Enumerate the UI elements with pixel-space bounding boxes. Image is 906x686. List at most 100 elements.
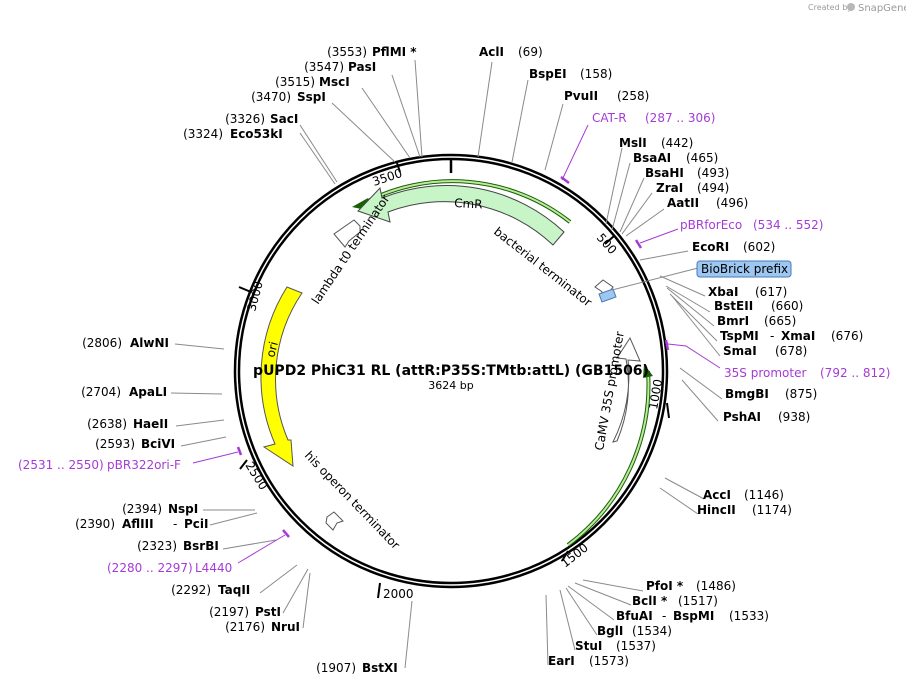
camv-coverage-arrowhead	[643, 364, 653, 378]
site-pos: (875)	[785, 387, 817, 401]
ori-arrow[interactable]	[260, 286, 303, 467]
camv-arrow[interactable]	[612, 336, 641, 443]
primer-name[interactable]: L4440	[195, 561, 232, 575]
primer-name[interactable]: pBR322ori-F	[107, 458, 181, 472]
site-name[interactable]: SspI	[297, 90, 326, 104]
site-pos: (1517)	[678, 594, 718, 608]
site-pos: (678)	[775, 344, 807, 358]
site-pos: (2806)	[82, 336, 122, 350]
site-name[interactable]: PasI	[348, 60, 376, 74]
backbone-outer	[233, 153, 669, 589]
primer-name[interactable]: 35S promoter	[724, 366, 806, 380]
tick-label-3000: 3000	[244, 280, 265, 313]
site-name[interactable]: NspI	[168, 502, 198, 516]
site-name[interactable]: PfoI *	[646, 579, 684, 593]
snapgene-logo-icon	[847, 3, 855, 11]
site-name[interactable]: TspMI	[720, 329, 759, 343]
site-pos: (2593)	[95, 437, 135, 451]
site-pos: (2704)	[81, 385, 121, 399]
site-name[interactable]: BsrBI	[183, 539, 219, 553]
his-terminator-arrow[interactable]	[325, 511, 344, 531]
site-name[interactable]: BsaAI	[633, 151, 671, 165]
site-pos: (2197)	[209, 605, 249, 619]
site-name[interactable]: BglI	[597, 624, 623, 638]
tick-mark-2500	[239, 459, 248, 470]
site-pos: (3547)	[304, 60, 344, 74]
site-name[interactable]: AclI	[479, 45, 504, 59]
site-name-alt[interactable]: XmaI	[781, 329, 815, 343]
site-name[interactable]: EarI	[548, 654, 575, 668]
cmr-coverage-arc-highlight	[361, 180, 571, 223]
site-pos: (1534)	[632, 624, 672, 638]
site-name[interactable]: BmrI	[717, 314, 749, 328]
site-name[interactable]: BclI *	[632, 594, 668, 608]
cmr-arrow[interactable]	[357, 184, 565, 246]
site-name[interactable]: HaeII	[133, 417, 168, 431]
site-pos: (1537)	[616, 639, 656, 653]
tick-mark-500	[604, 235, 615, 245]
site-name[interactable]: Eco53kI	[230, 127, 283, 141]
site-pos: (1533)	[729, 609, 769, 623]
biobrick-label-box[interactable]	[696, 260, 792, 278]
site-name[interactable]: PvuII	[564, 89, 598, 103]
site-name[interactable]: EcoRI	[692, 240, 729, 254]
feature-cmr[interactable]: CmR	[357, 184, 565, 246]
site-pos: (493)	[697, 166, 729, 180]
site-pos: (465)	[686, 151, 718, 165]
site-pos: (2638)	[87, 417, 127, 431]
site-pos: (2390)	[75, 517, 115, 531]
site-pos: (158)	[580, 67, 612, 81]
site-name[interactable]: PflMI *	[372, 45, 417, 59]
site-name[interactable]: TaqII	[218, 583, 250, 597]
site-pos: (1573)	[589, 654, 629, 668]
site-name[interactable]: XbaI	[708, 285, 738, 299]
site-pos: (494)	[697, 181, 729, 195]
site-name[interactable]: PshAI	[723, 410, 761, 424]
site-name[interactable]: BfuAI	[616, 609, 653, 623]
site-name[interactable]: BstXI	[362, 661, 398, 675]
site-name[interactable]: AatII	[667, 196, 699, 210]
credit-brand: SnapGene	[858, 3, 906, 14]
site-name[interactable]: PstI	[255, 605, 281, 619]
feature-camv-35s[interactable]: CaMV 35S promoter	[592, 330, 641, 452]
site-name[interactable]: BmgBI	[725, 387, 769, 401]
site-name[interactable]: AlwNI	[130, 336, 169, 350]
feature-lambda-terminator[interactable]: lambda t0 terminator	[309, 192, 393, 307]
primer-name[interactable]: CAT-R	[592, 111, 627, 125]
snapgene-credit: Created by SnapGene	[808, 3, 906, 14]
site-name[interactable]: NruI	[271, 620, 300, 634]
feature-biobrick-prefix[interactable]	[598, 288, 617, 303]
site-name[interactable]: HincII	[697, 503, 736, 517]
site-pos: (2323)	[137, 539, 177, 553]
biobrick-feature-box[interactable]	[598, 288, 617, 303]
site-name-alt[interactable]: PciI	[184, 517, 209, 531]
site-name[interactable]: BspEI	[529, 67, 567, 81]
site-name[interactable]: ApaLI	[129, 385, 167, 399]
site-name[interactable]: SmaI	[723, 344, 757, 358]
site-pos: (2292)	[171, 583, 211, 597]
site-pos: (2394)	[122, 502, 162, 516]
site-name[interactable]: BciVI	[141, 437, 175, 451]
site-name[interactable]: SacI	[270, 112, 298, 126]
site-name[interactable]: MslI	[619, 136, 647, 150]
site-pos: (660)	[771, 299, 803, 313]
feature-ori[interactable]: ori	[260, 286, 303, 467]
site-sep: -	[173, 517, 177, 531]
tick-mark-3000	[238, 286, 252, 293]
site-pos: (1146)	[744, 488, 784, 502]
primer-name[interactable]: pBRforEco	[680, 218, 742, 232]
site-name-alt[interactable]: BspMI	[673, 609, 714, 623]
site-name[interactable]: BstEII	[714, 299, 753, 313]
site-name[interactable]: MscI	[319, 75, 350, 89]
site-name[interactable]: BsaHI	[645, 166, 684, 180]
site-sep: -	[662, 609, 666, 623]
site-name[interactable]: AccI	[703, 488, 731, 502]
primer-range: (287 .. 306)	[645, 111, 715, 125]
tick-label-1500: 1500	[558, 541, 591, 571]
biobrick-label[interactable]: BioBrick prefix	[611, 260, 792, 291]
site-name[interactable]: StuI	[575, 639, 602, 653]
tick-mark-1500	[561, 550, 569, 562]
lambda-terminator-arrow[interactable]	[333, 219, 361, 248]
site-name[interactable]: AflIII	[122, 517, 154, 531]
site-name[interactable]: ZraI	[656, 181, 683, 195]
